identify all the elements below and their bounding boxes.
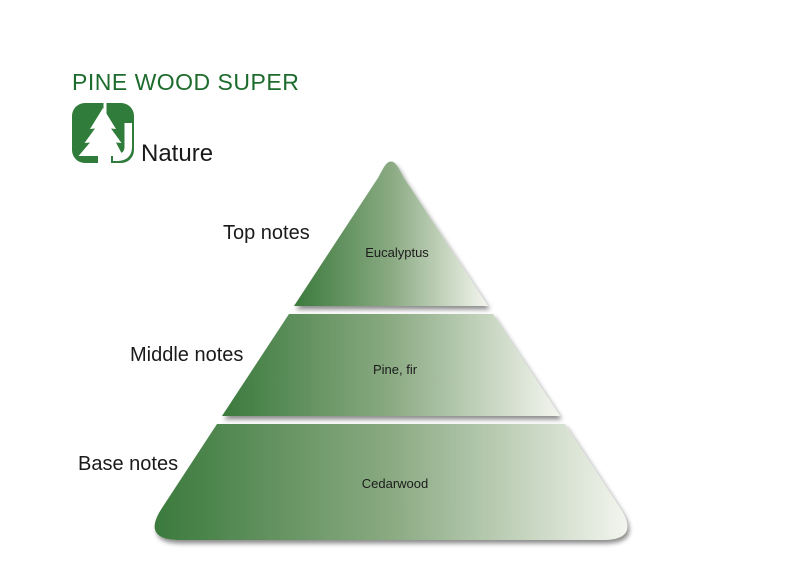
tier-middle-ingredients: Pine, fir — [372, 362, 418, 377]
label-middle-notes: Middle notes — [130, 344, 244, 366]
tier-top-ingredients: Eucalyptus — [365, 245, 429, 260]
tier-base-ingredients: Cedarwood — [361, 476, 429, 491]
tier-base-shape — [154, 424, 628, 540]
page-title: PINE WOOD SUPER — [72, 69, 300, 95]
tier-middle-shape — [222, 314, 560, 416]
brand-label: Nature — [141, 140, 214, 167]
tier-top-shape — [294, 161, 488, 306]
pine-tree-icon — [72, 103, 134, 163]
label-base-notes: Base notes — [78, 453, 179, 475]
label-top-notes: Top notes — [223, 222, 310, 244]
